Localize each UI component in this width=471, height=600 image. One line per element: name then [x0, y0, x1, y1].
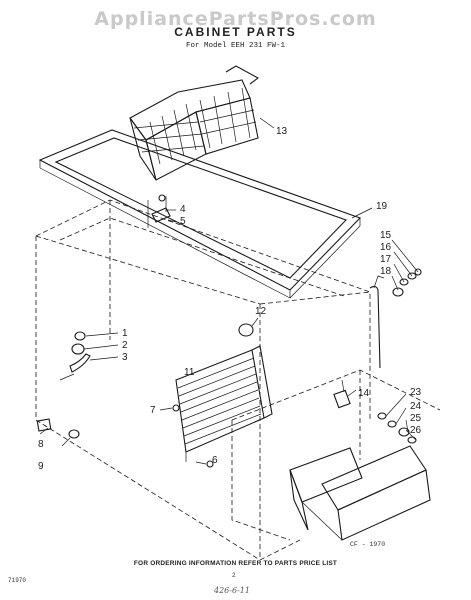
callout-14: 14: [358, 388, 370, 399]
callout-6: 6: [212, 455, 218, 466]
callout-16: 16: [380, 242, 392, 253]
callout-9: 9: [38, 461, 44, 472]
bracket-parts: [151, 194, 177, 223]
document-number: 71970: [8, 577, 27, 584]
thermostat-part: [333, 379, 357, 409]
ordering-note: FOR ORDERING INFORMATION REFER TO PARTS …: [133, 560, 338, 567]
callout-5: 5: [180, 216, 186, 227]
callout-26: 26: [410, 425, 422, 436]
callout-8: 8: [38, 439, 44, 450]
callout-18: 18: [380, 266, 392, 277]
drain-assembly: [59, 331, 119, 381]
callout-1: 1: [122, 328, 128, 339]
cabinet-body: [35, 196, 441, 561]
callout-13: 13: [276, 126, 288, 137]
callout-7: 7: [150, 405, 156, 416]
drawer-part: [289, 393, 431, 541]
lid-frame-part: [38, 129, 373, 299]
basket-part: [129, 65, 275, 181]
callout-24: 24: [410, 401, 422, 412]
callout-19: 19: [376, 201, 388, 212]
model-subtitle: For Model EEH 231 FW-1: [185, 42, 286, 50]
page-number: 2: [232, 572, 236, 579]
callout-17: 17: [380, 254, 392, 265]
condenser-part: [175, 345, 273, 462]
watermark: AppliancePartsPros.com: [94, 8, 377, 30]
callout-3: 3: [122, 352, 128, 363]
callout-11: 11: [184, 367, 195, 378]
knob-part: [238, 317, 259, 337]
handwritten-note: 426-6-11: [214, 586, 250, 595]
callout-23: 23: [410, 387, 422, 398]
diagram-title: CABINET PARTS: [174, 25, 297, 39]
callout-15: 15: [380, 230, 392, 241]
callout-25: 25: [410, 413, 422, 424]
figure-reference-code: CF - 1970: [350, 541, 386, 548]
hinge-parts: [369, 239, 422, 369]
screw-parts: [159, 404, 214, 468]
callout-12: 12: [255, 306, 267, 317]
callout-4: 4: [180, 204, 186, 215]
plug-parts: [36, 418, 80, 447]
callout-2: 2: [122, 340, 128, 351]
